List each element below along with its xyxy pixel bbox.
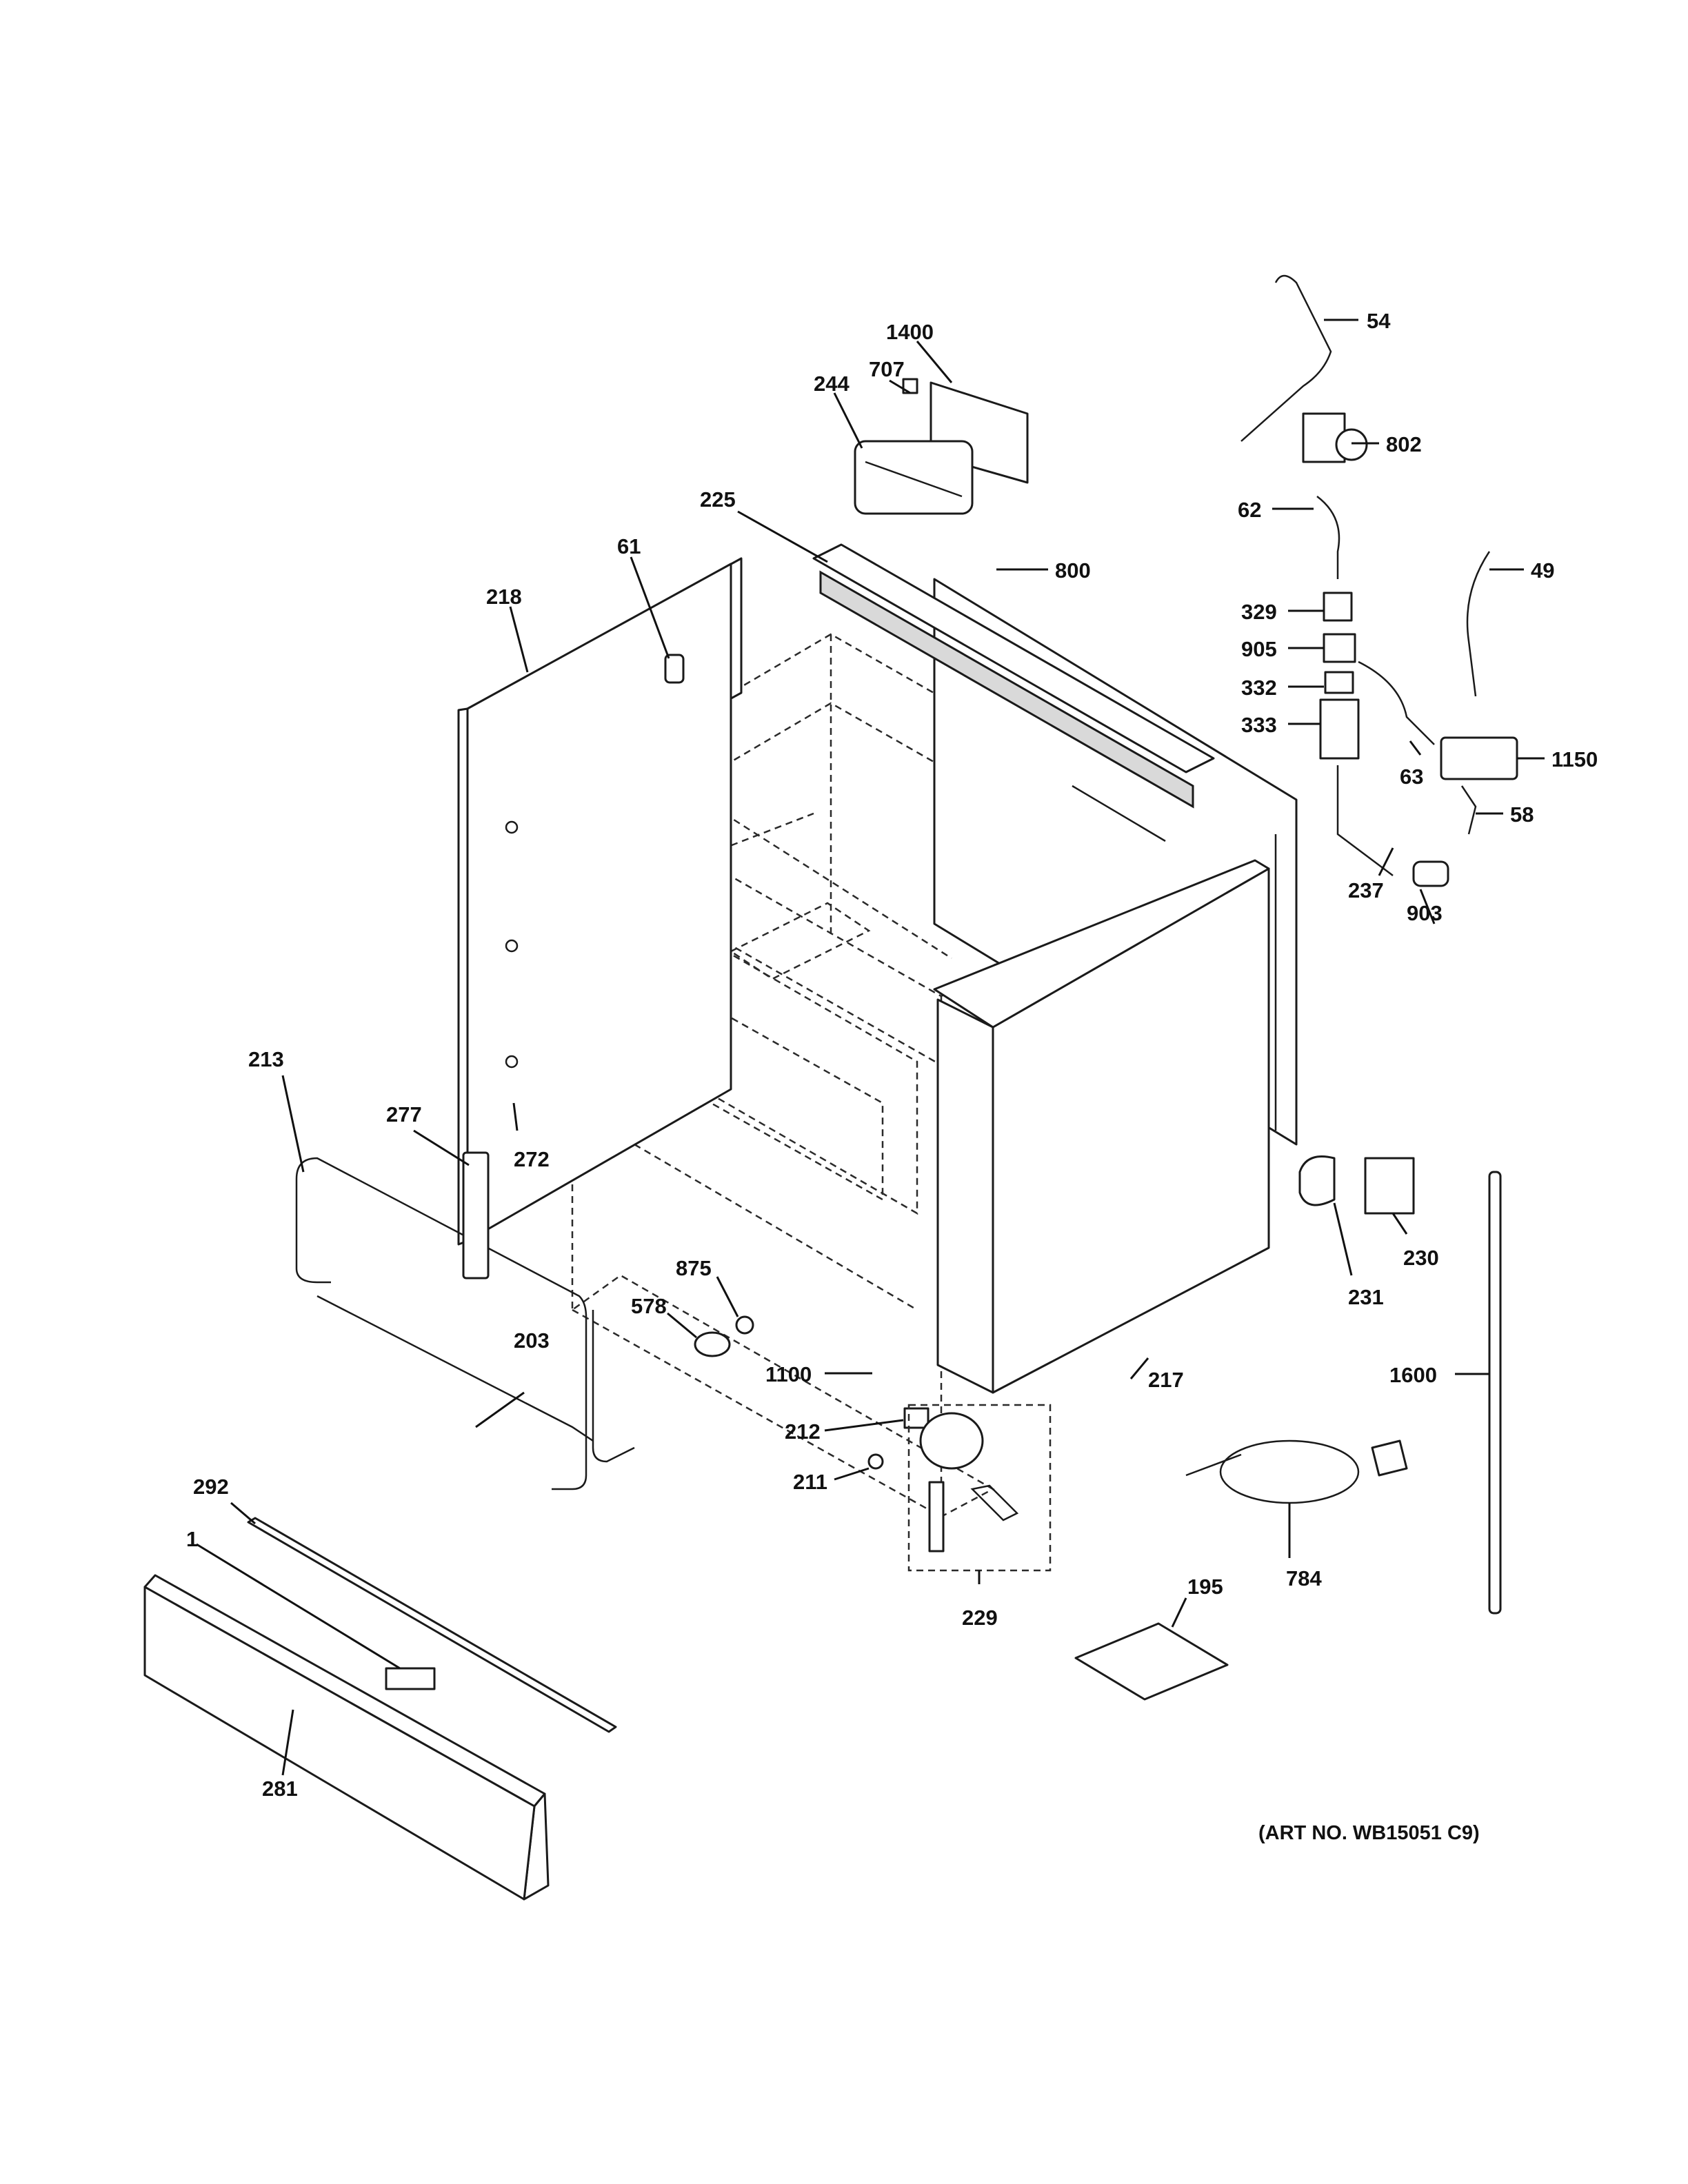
callout-49: 49 [1531,558,1554,583]
callout-58: 58 [1510,802,1534,827]
callout-62: 62 [1238,498,1261,522]
callout-229: 229 [962,1606,998,1630]
callout-213: 213 [248,1047,284,1071]
callout-217: 217 [1148,1368,1184,1392]
callout-329: 329 [1241,600,1277,624]
callout-61: 61 [617,534,641,558]
door-gasket-213-203 [295,1157,635,1490]
blower-assembly [854,378,1029,515]
callout-244: 244 [814,372,850,396]
callout-1: 1 [186,1527,198,1551]
control-board-195 [1074,1622,1229,1701]
callout-272: 272 [514,1147,550,1171]
leader-lines [196,318,1545,1776]
right-side-panel-217 [933,859,1270,1394]
callout-1100: 1100 [765,1362,812,1386]
callout-281: 281 [262,1777,298,1801]
callout-195: 195 [1187,1575,1223,1599]
hinge-277 [462,1151,490,1280]
callout-labels: 54 802 1400 707 244 62 225 61 800 49 218… [186,309,1598,1844]
callout-1400: 1400 [886,320,934,344]
callout-875: 875 [676,1256,712,1280]
callout-54: 54 [1367,309,1391,333]
callout-212: 212 [785,1419,821,1444]
callout-905: 905 [1241,637,1277,661]
callout-1600: 1600 [1389,1363,1437,1387]
callout-218: 218 [486,585,522,609]
callout-277: 277 [386,1102,422,1126]
callout-237: 237 [1348,878,1384,902]
callout-203: 203 [514,1328,550,1353]
callout-333: 333 [1241,713,1277,737]
callout-211: 211 [793,1470,827,1494]
art-number: (ART NO. WB15051 C9) [1258,1822,1480,1844]
rod-1600 [1488,1171,1502,1615]
callout-231: 231 [1348,1285,1384,1309]
callout-784: 784 [1286,1566,1322,1590]
callout-230: 230 [1403,1246,1439,1270]
callout-1150: 1150 [1551,747,1598,771]
brackets-230-231 [1298,1155,1415,1215]
callout-800: 800 [1055,558,1091,583]
callout-802: 802 [1386,432,1422,456]
power-cord-784 [1185,1439,1408,1504]
callout-903: 903 [1407,901,1443,925]
top-vent-225 [812,543,1215,809]
gas-components [1240,274,1518,887]
leveling-parts [694,1315,1052,1572]
left-side-panel-218 [457,557,743,1246]
callout-63: 63 [1400,765,1423,789]
callout-578: 578 [631,1294,667,1318]
callout-707: 707 [869,357,905,381]
callout-332: 332 [1241,676,1277,700]
callout-225: 225 [700,487,736,512]
callout-292: 292 [193,1475,229,1499]
kick-panel-assembly [143,1517,617,1901]
